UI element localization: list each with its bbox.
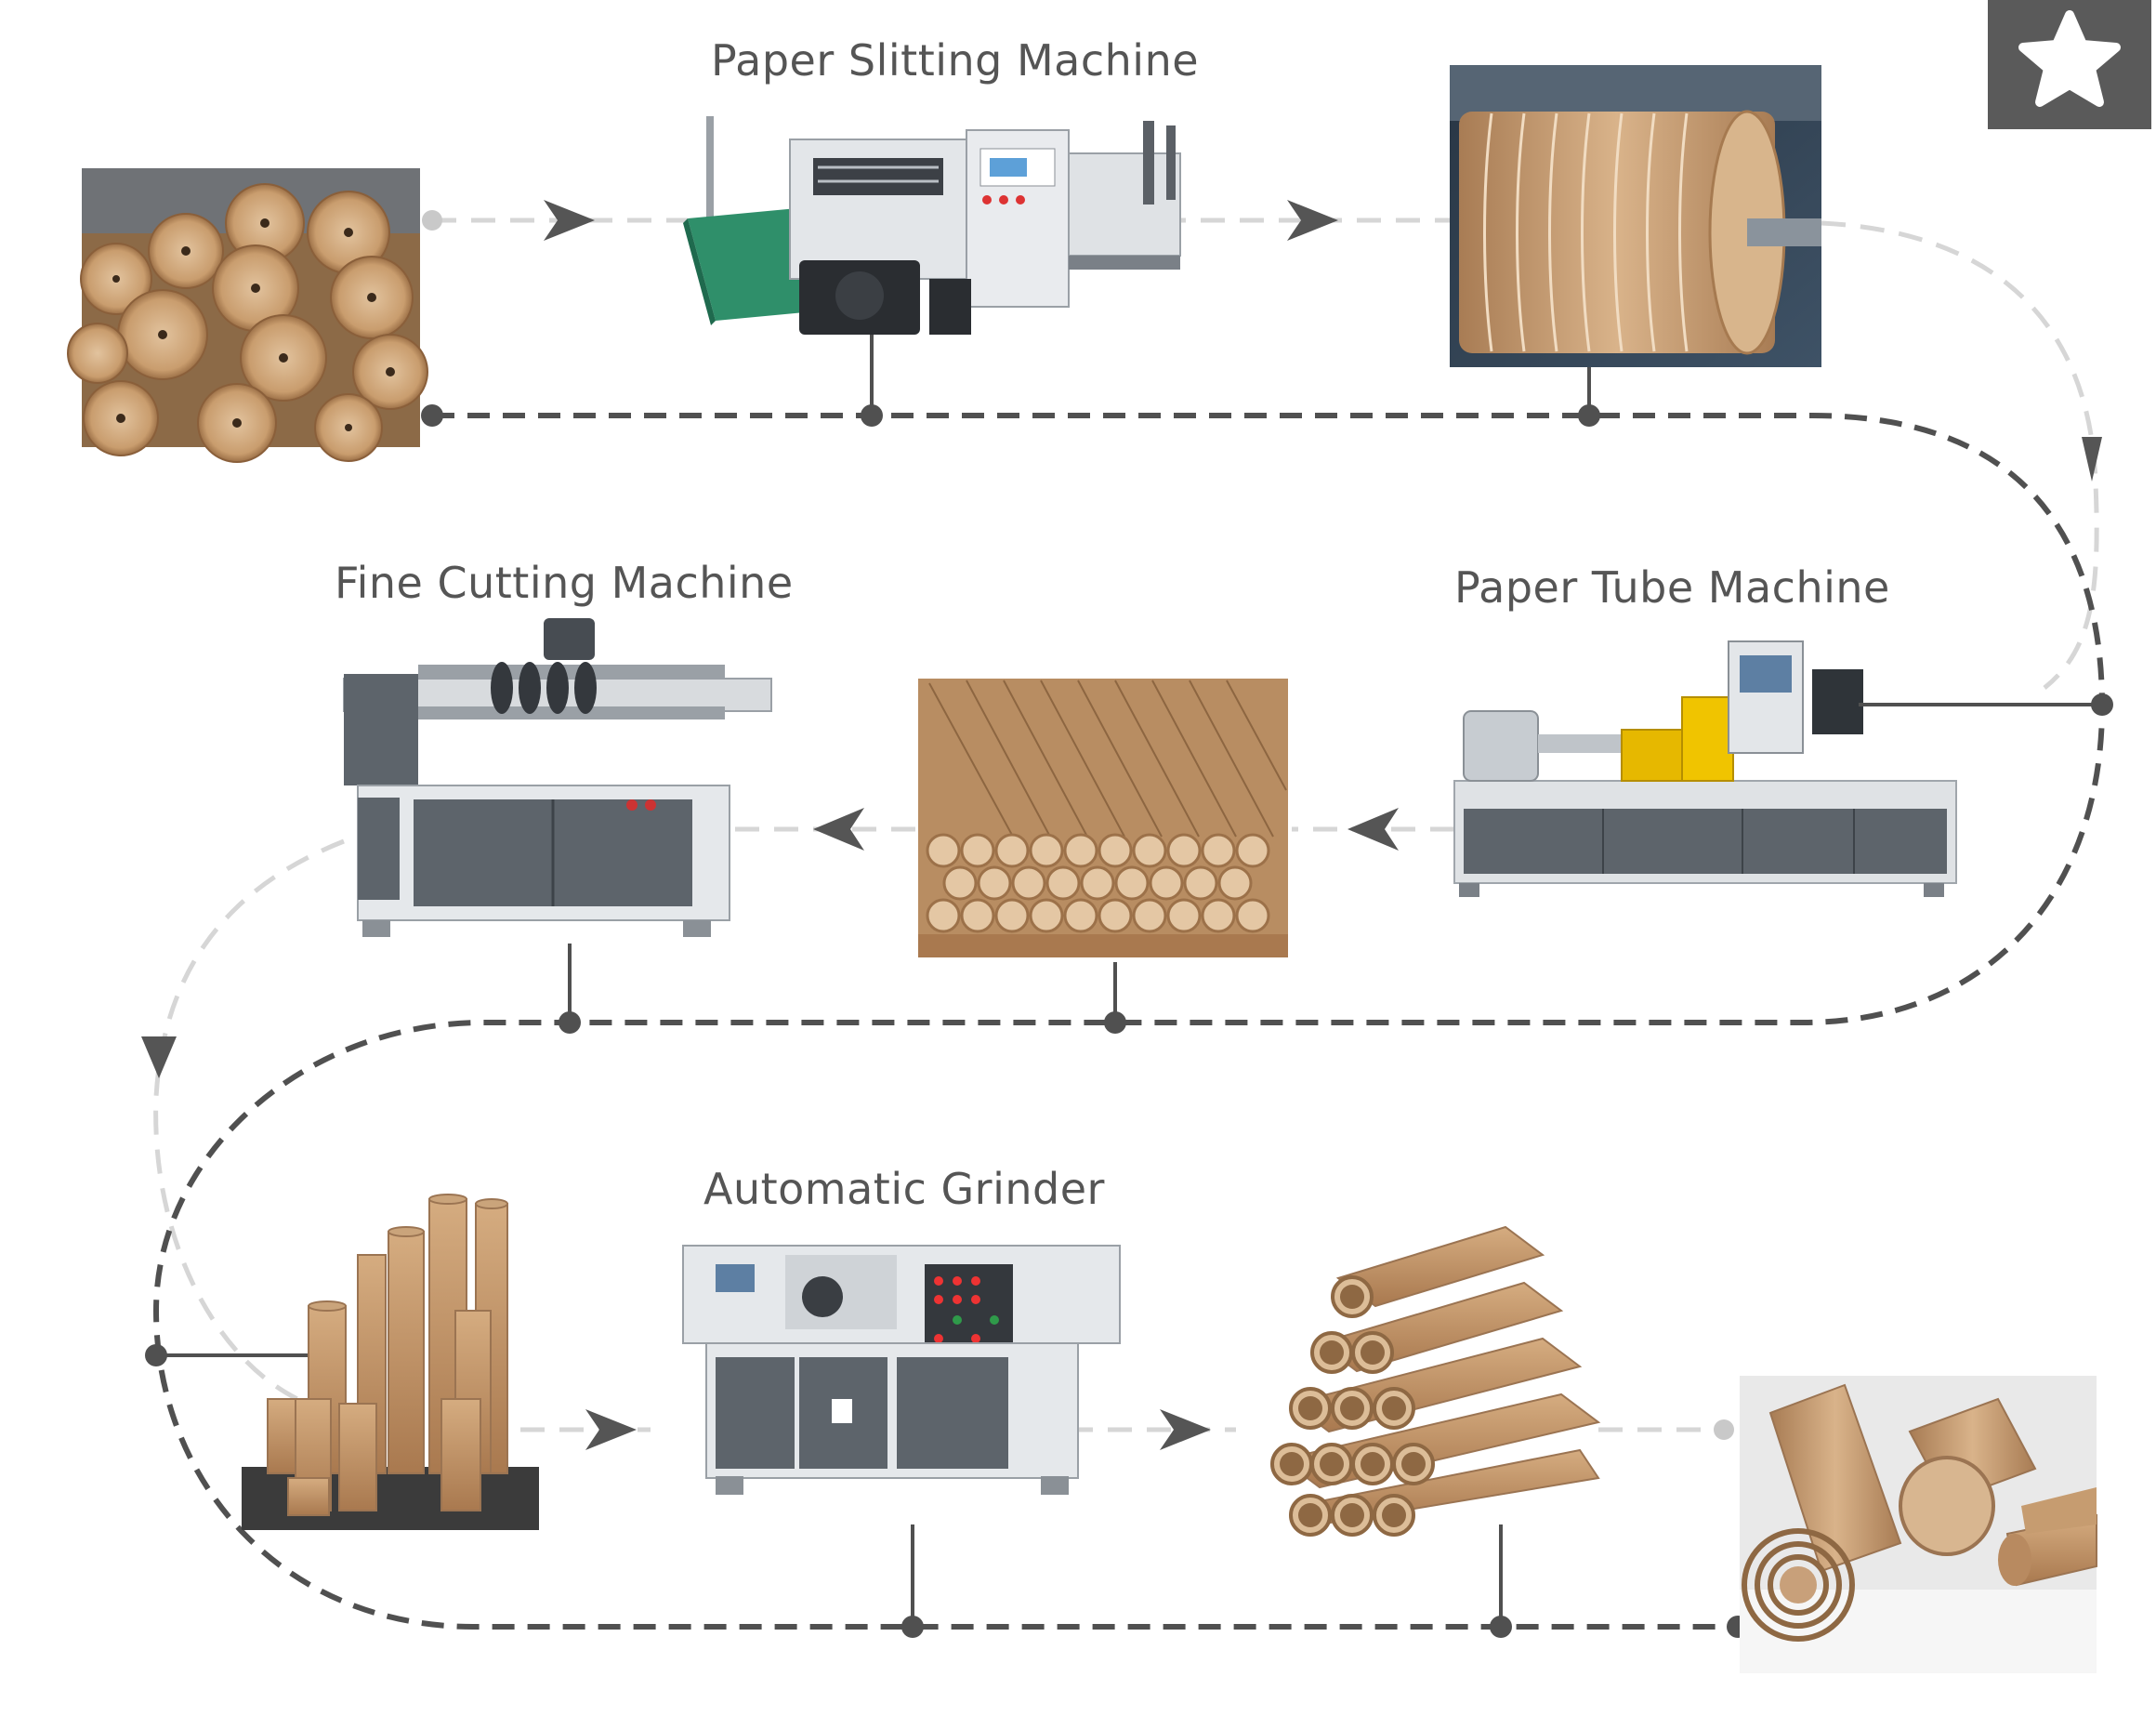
finished-paper-tubes-image — [1740, 1376, 2097, 1673]
arrow-right-3 — [585, 1409, 637, 1450]
cut-paper-tubes-image — [242, 1194, 539, 1530]
paper-tube-machine-image — [1453, 640, 1957, 897]
arrow-left-2 — [813, 808, 864, 851]
stacked-paper-tubes-image — [1270, 1225, 1601, 1537]
automatic-grinder-label: Automatic Grinder — [703, 1164, 1105, 1214]
material-flow-nodes — [422, 210, 1734, 1440]
paper-tubes-bundle-image — [918, 679, 1288, 957]
arrow-right-1 — [544, 200, 595, 241]
flow-arrows — [141, 200, 2102, 1450]
star-icon — [2018, 10, 2121, 107]
paper-slitting-machine-image — [683, 116, 1181, 353]
fine-cutting-machine-label: Fine Cutting Machine — [335, 558, 794, 608]
arrow-right-2 — [1287, 200, 1338, 241]
process-flow-path — [152, 413, 2106, 1630]
paper-slitting-machine-label: Paper Slitting Machine — [711, 35, 1200, 86]
slit-paper-rolls-image — [1450, 65, 1821, 367]
arrow-right-4 — [1160, 1409, 1211, 1450]
kraft-paper-rolls-image — [67, 168, 428, 463]
automatic-grinder-image — [682, 1245, 1121, 1495]
arrow-left-1 — [1348, 808, 1399, 851]
favorite-badge[interactable] — [1988, 0, 2151, 129]
arrow-down-right — [2082, 437, 2102, 482]
arrow-down-left — [141, 1036, 177, 1078]
fine-cutting-machine-image — [343, 618, 772, 937]
paper-tube-machine-label: Paper Tube Machine — [1454, 562, 1890, 613]
